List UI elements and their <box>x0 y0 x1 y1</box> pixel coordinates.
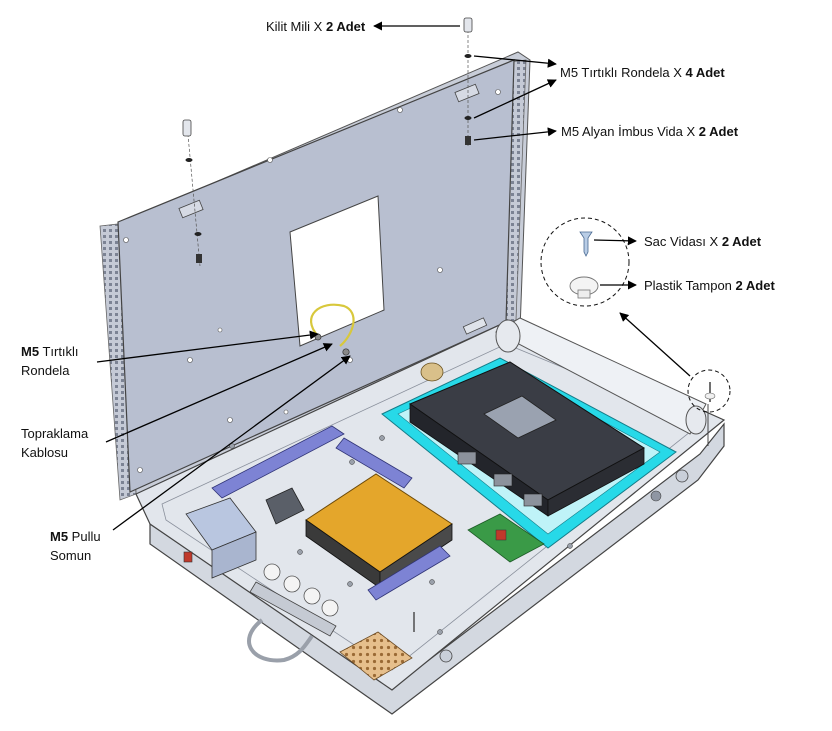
arrow-detail-link <box>619 312 691 377</box>
arrow-sheet-screw <box>593 236 637 246</box>
detail-callout-circle <box>687 369 731 413</box>
assembly-axis <box>186 123 201 267</box>
arrow-washer-bottom <box>473 79 557 119</box>
hinge <box>462 317 488 335</box>
label-left-washer-text: Tırtıklı <box>39 344 79 359</box>
front-knob <box>439 649 453 663</box>
serrated-washer-part <box>464 116 472 120</box>
busbar <box>211 425 345 499</box>
serrated-washer-part <box>185 158 193 162</box>
ground-cable-wire <box>310 303 355 347</box>
busbar <box>367 545 451 601</box>
label-ground-cable-line2: Kablosu <box>21 445 68 460</box>
label-flange-nut-text: Pullu <box>68 529 101 544</box>
leader-arrows <box>96 21 691 531</box>
exploded-parts <box>182 17 731 413</box>
label-m5-allen-screw: M5 Alyan İmbus Vida X 2 Adet <box>561 122 738 141</box>
display-unit-side <box>547 447 645 517</box>
transformer-front <box>211 531 257 579</box>
arrow-flange-nut <box>112 355 351 531</box>
label-sheet-screw: Sac Vidası X 2 Adet <box>644 232 761 251</box>
allen-screw-part <box>465 136 471 145</box>
lid-latch-bracket <box>454 83 480 103</box>
label-sheet-screw-text: Sac Vidası X <box>644 234 722 249</box>
arrow-allen-screw <box>473 127 557 141</box>
internals <box>185 357 709 681</box>
label-lock-shaft: Kilit Mili X 2 Adet <box>266 17 365 36</box>
serrated-washer-part <box>194 232 202 236</box>
brass-knob <box>420 362 444 382</box>
lid-latch-bracket <box>178 199 204 219</box>
display-bracket <box>483 395 557 439</box>
label-m5-serrated-washer-text: M5 Tırtıklı Rondela X <box>560 65 686 80</box>
label-flange-nut-line2: Somun <box>50 548 92 563</box>
roller-end <box>495 319 521 353</box>
front-knob <box>675 469 689 483</box>
label-flange-nut-bold: M5 <box>50 529 69 544</box>
power-cable <box>247 618 314 663</box>
label-m5-serrated-washer-qty: 4 Adet <box>685 65 725 80</box>
connector-block <box>493 473 513 487</box>
pcb-relay <box>495 529 507 541</box>
perforated-panel <box>339 631 413 681</box>
arrow-washer-top <box>473 55 557 68</box>
lid-holes <box>123 89 501 473</box>
lock-shaft-part <box>463 17 473 33</box>
detail-bumper <box>704 392 716 400</box>
label-left-washer-bold: M5 <box>21 344 40 359</box>
arrow-left-washer <box>96 330 319 363</box>
label-lock-shaft-qty: 2 Adet <box>325 19 366 34</box>
label-plastic-bumper-qty: 2 Adet <box>735 278 775 293</box>
arrow-ground-cable <box>105 343 333 443</box>
label-ground-cable: Topraklama Kablosu <box>21 424 88 462</box>
label-plastic-bumper-text: Plastik Tampon <box>644 278 736 293</box>
allen-screw-part <box>196 254 202 263</box>
label-m5-allen-screw-text: M5 Alyan İmbus Vida X <box>561 124 699 139</box>
connector-block <box>457 451 477 465</box>
label-m5-allen-screw-qty: 2 Adet <box>698 124 739 139</box>
ground-lug <box>342 348 350 356</box>
label-m5-serrated-washer: M5 Tırtıklı Rondela X 4 Adet <box>560 63 725 82</box>
front-vent <box>650 490 662 502</box>
detail-callout-circle <box>540 217 630 307</box>
box-front-wall <box>149 422 725 715</box>
label-plastic-bumper: Plastik Tampon 2 Adet <box>644 276 775 295</box>
fuse-holders <box>263 563 339 617</box>
lock-shaft-part <box>182 119 192 137</box>
sheet-screw-part <box>579 231 593 257</box>
floor-screws <box>229 435 573 635</box>
label-left-washer-line2: Rondela <box>21 363 70 378</box>
connector-block <box>523 493 543 507</box>
label-sheet-screw-qty: 2 Adet <box>721 234 762 249</box>
label-lock-shaft-text: Kilit Mili X <box>266 19 326 34</box>
lid-window-opening <box>289 195 385 347</box>
serrated-washer-part <box>464 54 472 58</box>
roller-end <box>685 405 707 435</box>
red-switch <box>183 551 193 563</box>
din-rail <box>249 581 337 637</box>
lid <box>99 51 531 501</box>
label-ground-cable-line1: Topraklama <box>21 426 89 441</box>
label-left-washer: M5 Tırtıklı Rondela <box>21 342 79 380</box>
label-flange-nut: M5 Pullu Somun <box>50 527 101 565</box>
plastic-bumper-part <box>577 289 591 299</box>
contactor <box>265 487 305 525</box>
busbar <box>335 437 413 489</box>
